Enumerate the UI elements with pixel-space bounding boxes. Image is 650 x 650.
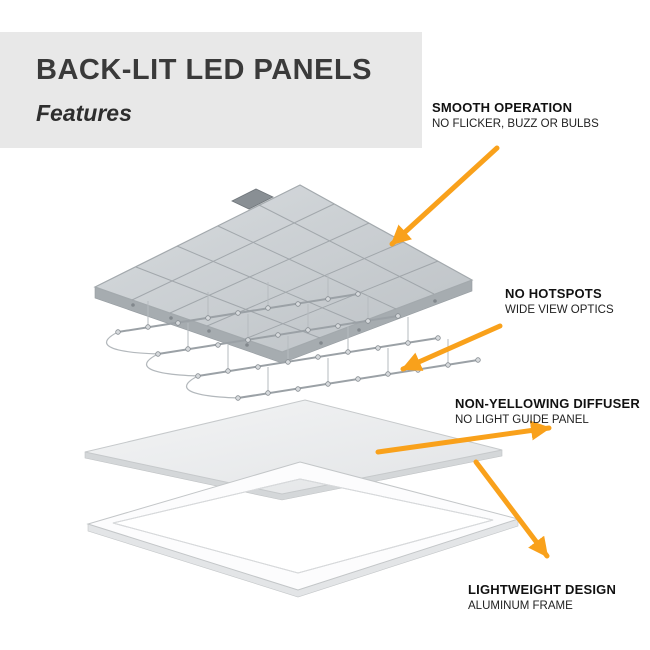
callout-no-hotspots: NO HOTSPOTS WIDE VIEW OPTICS bbox=[505, 286, 614, 316]
callout-title: NO HOTSPOTS bbox=[505, 286, 602, 301]
callout-title: SMOOTH OPERATION bbox=[432, 100, 573, 115]
strip-cables bbox=[106, 331, 239, 399]
page-subtitle: Features bbox=[36, 100, 132, 126]
led-strips-layer bbox=[106, 273, 481, 401]
led-dots bbox=[115, 291, 481, 401]
callout-non-yellowing-diffuser: NON-YELLOWING DIFFUSER NO LIGHT GUIDE PA… bbox=[455, 396, 640, 426]
back-panel-layer bbox=[93, 184, 474, 364]
panel-rivets bbox=[131, 299, 437, 347]
strip-wires bbox=[147, 273, 449, 393]
callout-subtitle: ALUMINUM FRAME bbox=[468, 600, 573, 612]
diffuser-face bbox=[84, 399, 503, 495]
callout-lightweight-design: LIGHTWEIGHT DESIGN ALUMINUM FRAME bbox=[468, 582, 616, 612]
callout-title: LIGHTWEIGHT DESIGN bbox=[468, 582, 617, 597]
frame-inner-bevel bbox=[112, 478, 494, 574]
arrow-lightweight-design bbox=[473, 459, 550, 559]
arrow-smooth-operation bbox=[389, 145, 500, 247]
driver-box bbox=[231, 188, 274, 210]
frame-layer bbox=[86, 461, 520, 598]
page-title: BACK-LIT LED PANELS bbox=[36, 54, 373, 86]
arrow-non-yellowing-diffuser bbox=[375, 420, 552, 455]
diffuser-layer bbox=[84, 399, 503, 501]
arrow-no-hotspots bbox=[400, 323, 503, 372]
callout-subtitle: NO FLICKER, BUZZ OR BULBS bbox=[432, 118, 599, 130]
callout-smooth-operation: SMOOTH OPERATION NO FLICKER, BUZZ OR BUL… bbox=[432, 100, 599, 130]
callout-subtitle: NO LIGHT GUIDE PANEL bbox=[455, 414, 589, 426]
callout-subtitle: WIDE VIEW OPTICS bbox=[505, 304, 614, 316]
callout-arrows bbox=[375, 145, 552, 559]
callout-title: NON-YELLOWING DIFFUSER bbox=[455, 396, 640, 411]
header-band: BACK-LIT LED PANELS Features bbox=[0, 32, 422, 148]
panel-back-face bbox=[93, 184, 474, 353]
